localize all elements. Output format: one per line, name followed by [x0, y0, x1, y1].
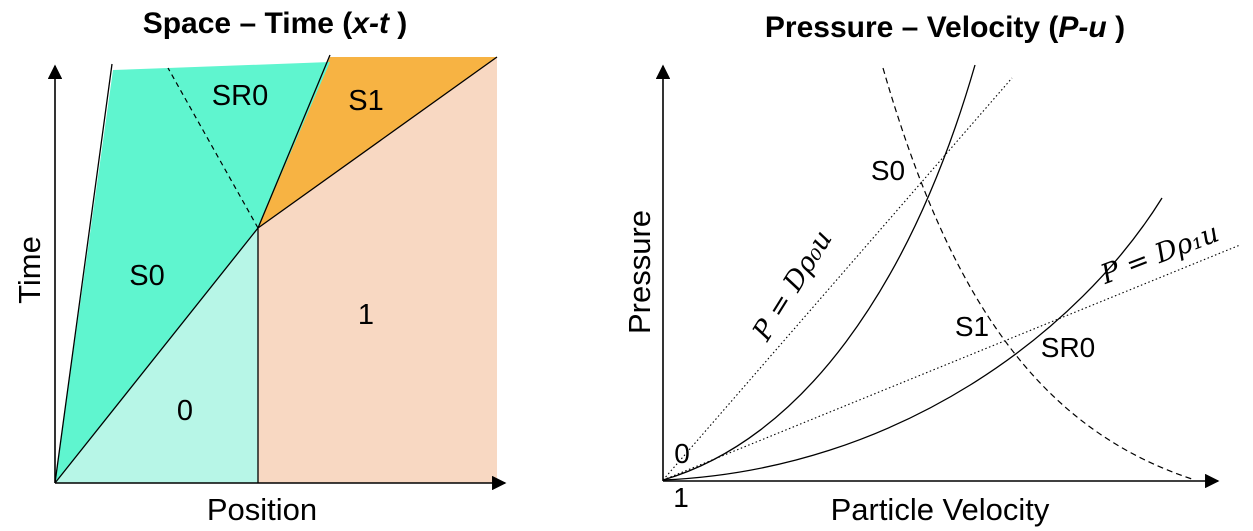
label-state0: 0 [177, 395, 193, 427]
point-label-s0: S0 [871, 155, 905, 186]
pressure-axis-label: Pressure [622, 210, 657, 334]
point-label-sr0: SR0 [1041, 332, 1095, 363]
hugoniot-curve-1 [662, 197, 1163, 481]
position-axis-label: Position [207, 492, 317, 527]
label-sr0: SR0 [212, 80, 268, 112]
point-label-origin1: 1 [673, 482, 689, 513]
label-s1: S1 [348, 85, 383, 117]
equation-rayleigh-1: P = Dρ₁u [1096, 217, 1224, 291]
release-line-dashed [167, 67, 259, 229]
region-s0 [55, 68, 258, 483]
pressure-velocity-panel: Pressure – Velocity (P-u ) S0 S1 SR0 0 1… [622, 11, 1241, 527]
pressure-velocity-title: Pressure – Velocity (P-u ) [765, 11, 1125, 44]
release-isentrope-dashed [882, 67, 1196, 481]
rayleigh-line-1 [662, 244, 1241, 481]
equation-rayleigh-0: P = Dρ₀u [746, 225, 838, 347]
contact-line [257, 54, 331, 229]
label-state1: 1 [358, 299, 374, 331]
rayleigh-line-0 [662, 77, 1013, 481]
space-time-title: Space – Time (x-t ) [143, 7, 408, 40]
region-state1 [258, 57, 497, 483]
velocity-axis-label: Particle Velocity [831, 492, 1050, 527]
time-axis-label: Time [12, 236, 47, 304]
shock-line-s1 [257, 56, 498, 229]
point-label-origin0: 0 [674, 438, 690, 469]
shock-line-s0 [54, 227, 259, 484]
space-time-panel: Space – Time (x-t ) SR0 S1 S0 1 0 Positi… [12, 7, 507, 527]
wave-line-left [54, 63, 113, 484]
region-sr0 [168, 62, 330, 228]
point-label-s1: S1 [955, 311, 989, 342]
label-s0: S0 [129, 260, 164, 292]
